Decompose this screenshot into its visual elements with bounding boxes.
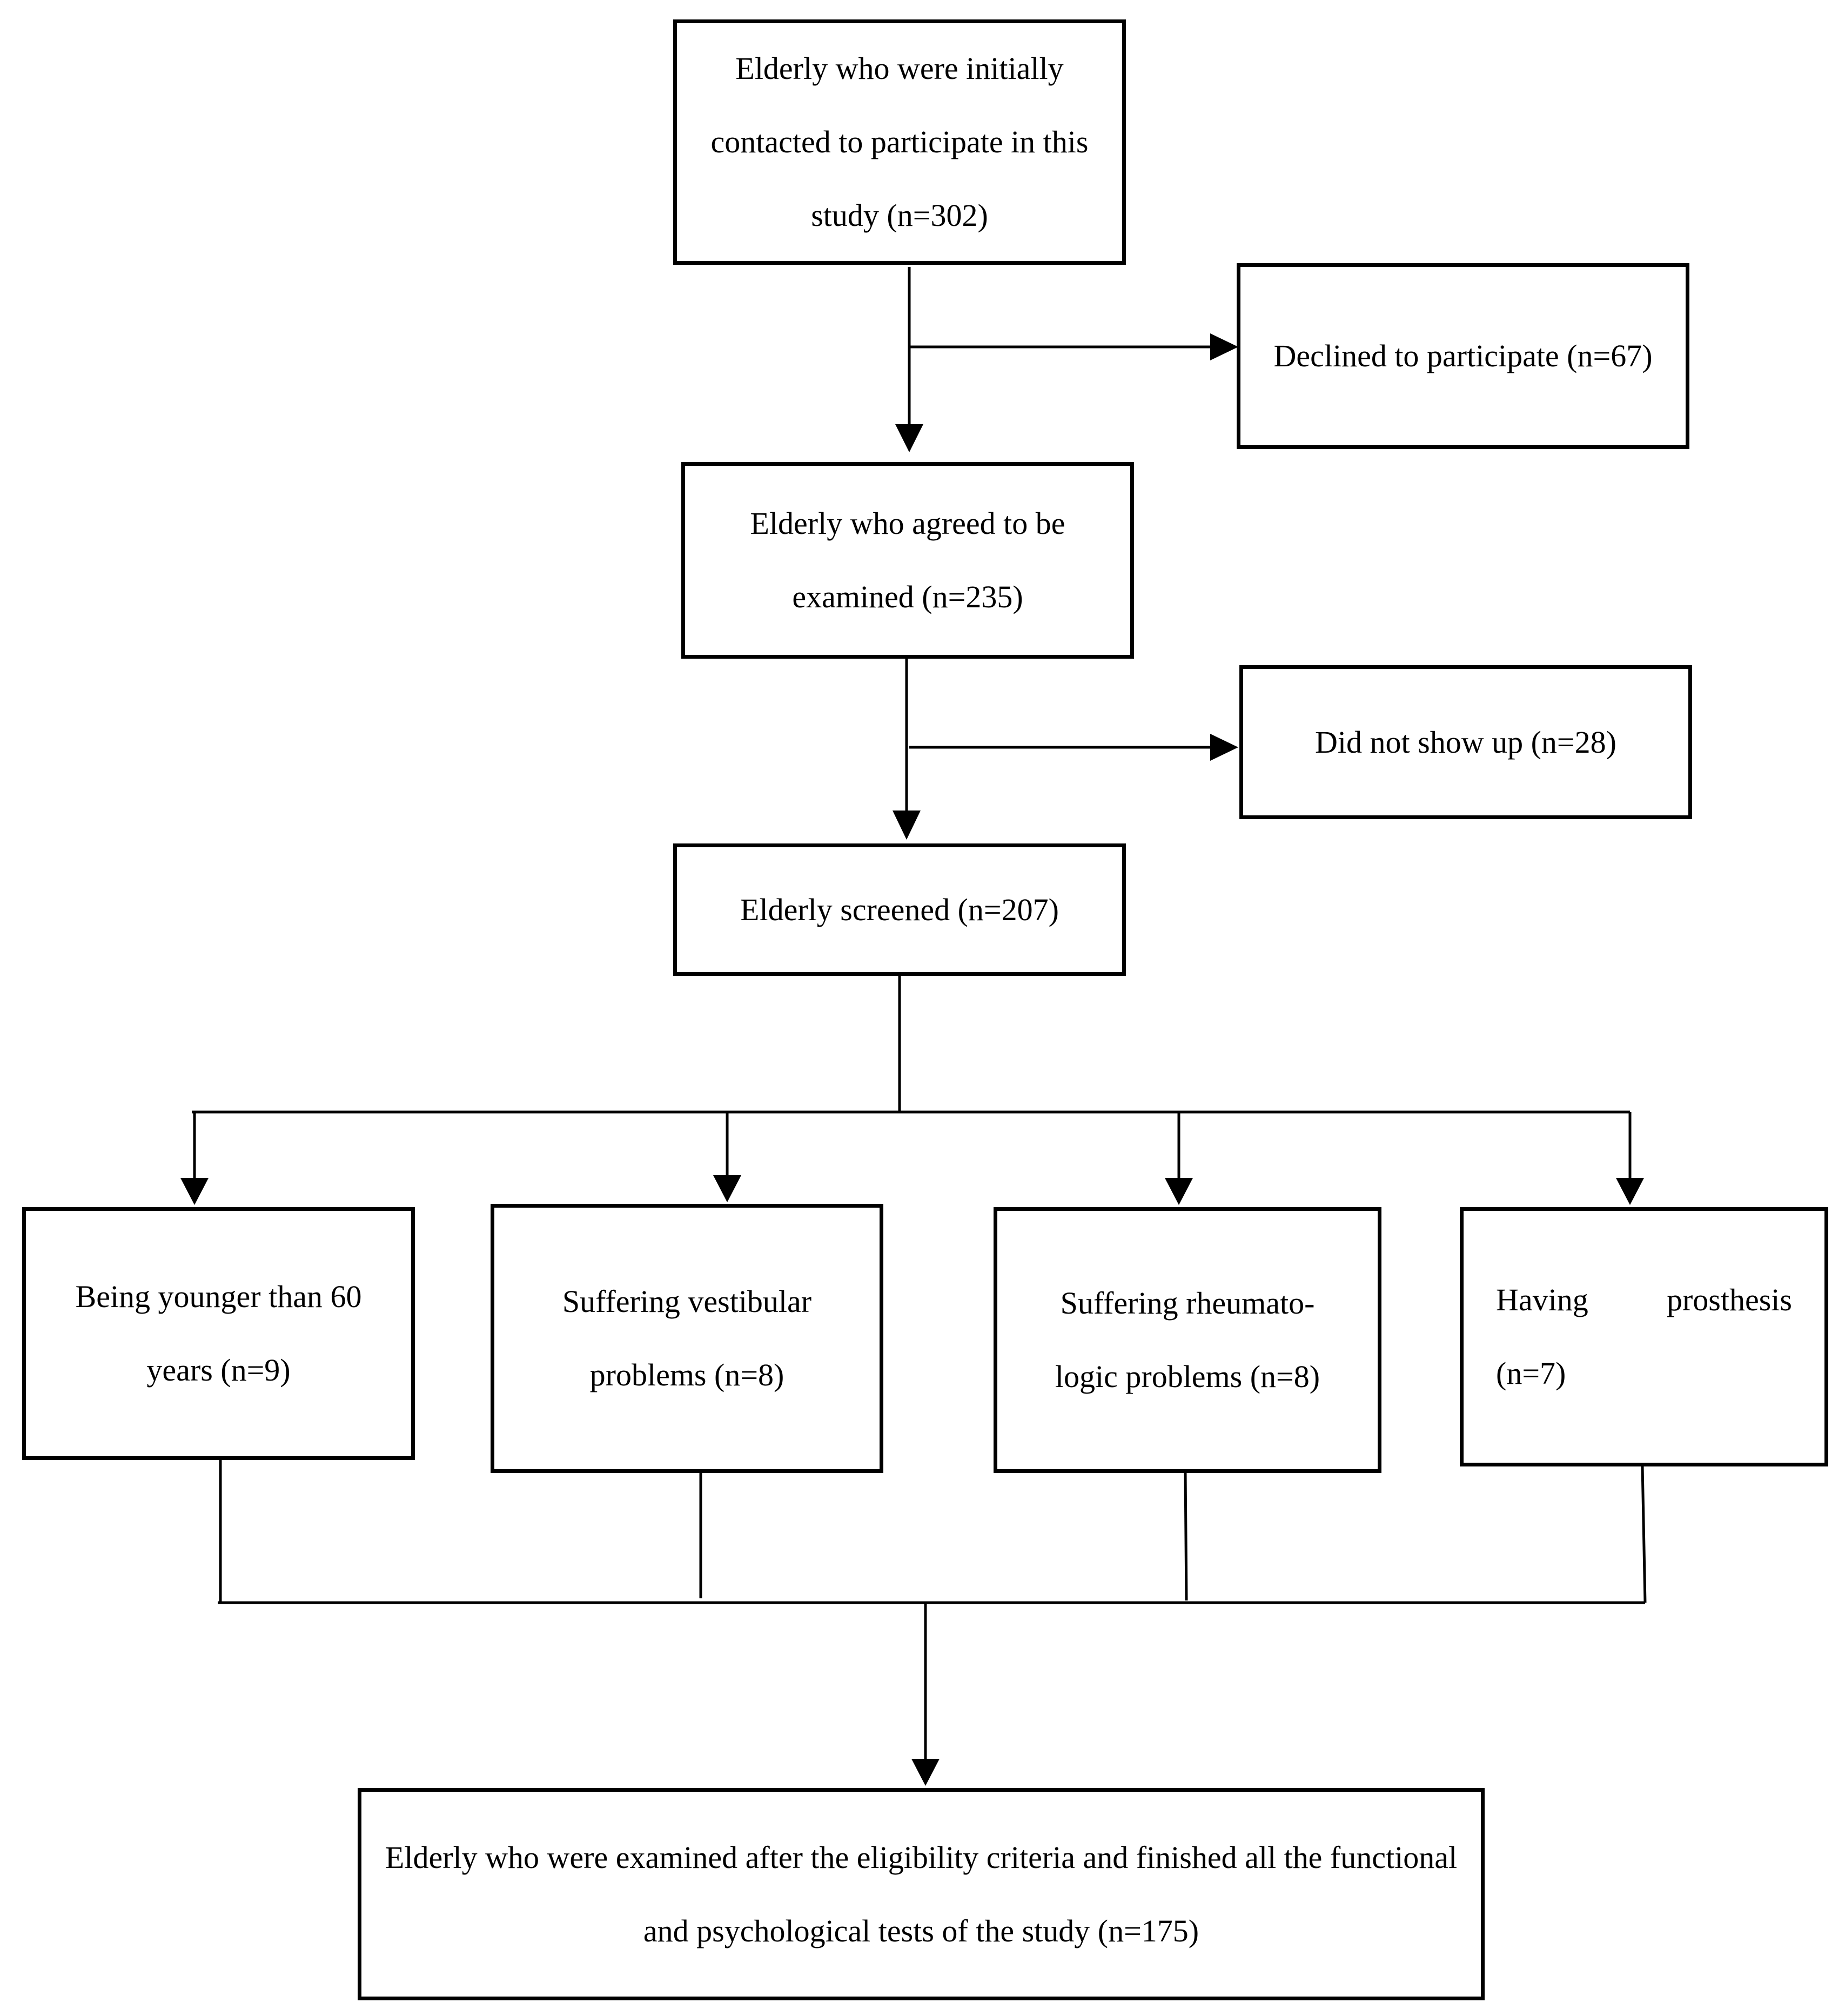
box-rheumatologic-text: Suffering rheumato-logic problems (n=8) [1055,1285,1320,1394]
box-final-sample: Elderly who were examined after the elig… [358,1788,1485,2000]
box-agreed-text: Elderly who agreed to be examined (n=235… [750,506,1065,614]
box-prosthesis-text: Having prosthesis (n=7) [1496,1282,1792,1391]
box-declined-text: Declined to participate (n=67) [1273,338,1653,373]
arrowhead-to-younger [180,1178,209,1205]
arrowhead-to-agreed [895,424,923,452]
box-exclusion-vestibular: Suffering vestibular problems (n=8) [491,1204,883,1473]
arrowhead-to-rheumatologic [1165,1178,1193,1205]
box-final-text: Elderly who were examined after the elig… [385,1839,1458,1948]
box-exclusion-prosthesis: Having prosthesis (n=7) [1460,1207,1828,1466]
arrowhead-to-final [911,1759,940,1786]
box-declined: Declined to participate (n=67) [1237,263,1689,449]
connector-from-rheumatologic [1184,1472,1188,1601]
box-younger-text: Being younger than 60 years (n=9) [75,1279,362,1388]
box-agreed-to-examination: Elderly who agreed to be examined (n=235… [681,462,1134,659]
arrowhead-to-prosthesis [1616,1178,1644,1205]
arrowhead-to-vestibular [713,1175,741,1202]
connector-from-prosthesis [1641,1466,1647,1603]
arrowhead-to-screened [893,811,921,840]
box-initially-contacted: Elderly who were initially contacted to … [673,19,1126,265]
box-initially-contacted-text: Elderly who were initially contacted to … [710,51,1089,233]
box-exclusion-rheumatologic: Suffering rheumato-logic problems (n=8) [994,1207,1381,1473]
box-no-show-text: Did not show up (n=28) [1315,724,1616,760]
arrowhead-to-no-show [1210,734,1238,761]
arrowhead-to-declined [1210,333,1238,360]
box-exclusion-younger-than-60: Being younger than 60 years (n=9) [22,1207,415,1460]
box-screened-text: Elderly screened (n=207) [740,892,1059,927]
box-vestibular-text: Suffering vestibular problems (n=8) [562,1284,812,1392]
box-screened: Elderly screened (n=207) [673,843,1126,976]
box-did-not-show-up: Did not show up (n=28) [1239,665,1692,819]
